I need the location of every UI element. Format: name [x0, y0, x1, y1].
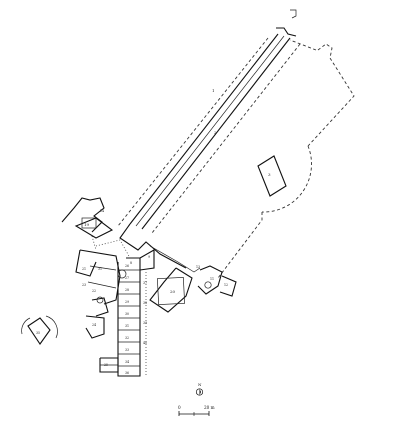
label-east-room-a: 11	[210, 277, 214, 281]
label-outlier-room: 35	[36, 331, 40, 335]
cell-label: 39	[143, 321, 147, 325]
label-west-room-c: 24	[92, 323, 96, 327]
long-portico	[117, 9, 301, 234]
cell-row	[117, 249, 155, 377]
west-wing	[75, 235, 131, 373]
cell-label: 37	[143, 281, 147, 285]
label-lower-room: 20	[170, 289, 176, 294]
scale-bar: 0 20 m	[178, 405, 215, 416]
cell-label: 40	[143, 341, 147, 345]
cell-label: 30	[125, 312, 129, 316]
cell-label: 34	[125, 360, 129, 364]
cell-label: 31	[125, 324, 129, 328]
label-court-room: 3	[268, 172, 271, 177]
scale-zero-label: 0	[178, 405, 181, 410]
cell-label: 27	[125, 276, 129, 280]
courtyard-enclosure	[217, 39, 355, 279]
north-label: N	[198, 382, 202, 387]
label-east-room-b: 12	[224, 283, 228, 287]
label-portico-b: 2	[214, 130, 217, 135]
cell-label: 29	[125, 300, 129, 304]
label-portico-a: 1	[212, 88, 215, 93]
north-arrow: N	[195, 382, 204, 396]
label-upper-room: 19	[84, 222, 90, 227]
plan-labels: 1 2 3 19 14 20 21 31 11 12 13 22 23 24 2…	[36, 88, 271, 367]
cell-labels: 26 27 28 29 30 31 32 33 34 36 37 38 39 4…	[125, 264, 147, 375]
label-north-room: 14	[100, 209, 104, 213]
scale-end-label: 20 m	[204, 405, 215, 410]
outlying-ruin	[21, 315, 58, 345]
label-center-room: 31	[98, 267, 102, 271]
cell-label: 26	[125, 264, 129, 268]
label-corridor-b: 9	[148, 255, 150, 259]
northwest-building	[61, 197, 114, 239]
label-west-room: 21	[82, 267, 86, 271]
label-east-room-c: 13	[196, 265, 200, 269]
label-west-room-a: 22	[92, 289, 96, 293]
cell-label: 32	[125, 336, 129, 340]
cell-label: 28	[125, 288, 129, 292]
cell-label: 33	[125, 348, 129, 352]
label-corridor-a: 8	[130, 261, 132, 265]
cell-label: 38	[143, 301, 147, 305]
cell-label: 36	[125, 371, 129, 375]
label-west-room-d: 25	[104, 363, 108, 367]
lower-complex	[119, 223, 237, 313]
label-west-room-b: 23	[82, 283, 86, 287]
court-building	[257, 155, 287, 197]
